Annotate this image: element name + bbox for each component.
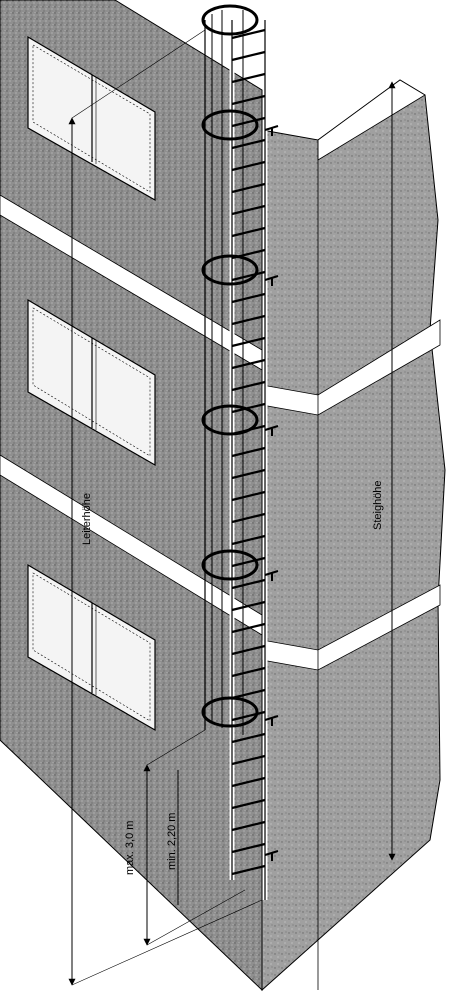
ladder-rung	[231, 556, 266, 568]
leiterhoehe-label: Leiterhöhe	[81, 493, 93, 545]
ladder-rung	[231, 160, 266, 172]
ladder-rung	[231, 292, 266, 304]
ladder-rung	[231, 94, 266, 106]
ladder-rung	[231, 380, 266, 392]
ladder-rung	[231, 358, 266, 370]
ladder-rung	[231, 182, 266, 194]
steighoehe-label: Steighöhe	[372, 480, 384, 530]
window-1	[27, 35, 156, 202]
wall-bracket	[264, 570, 279, 581]
windows	[27, 35, 156, 732]
wall-brackets	[264, 125, 279, 861]
ladder-rung	[231, 490, 266, 502]
ladder-rung	[231, 336, 266, 348]
wall-bracket	[264, 425, 279, 436]
ladder-rung	[231, 226, 266, 238]
ladder-rung	[231, 864, 266, 876]
ladder	[201, 4, 279, 900]
ladder-rung	[231, 754, 266, 766]
cage-hoop	[201, 696, 259, 728]
cage-hoop	[201, 254, 259, 286]
wall-bracket	[264, 850, 279, 861]
wall-bracket	[264, 125, 279, 136]
ladder-rung	[231, 600, 266, 612]
cage-hoops	[201, 4, 259, 728]
max-dim-label: max. 3,0 m	[124, 821, 136, 875]
ladder-rung	[231, 820, 266, 832]
ladder-rung	[231, 622, 266, 634]
ladder-rung	[231, 578, 266, 590]
ladder-rung	[231, 842, 266, 854]
ladder-rung	[231, 732, 266, 744]
cage-bars	[204, 10, 244, 735]
ladder-rung	[231, 446, 266, 458]
ladder-rung	[231, 688, 266, 700]
ladder-rung	[231, 798, 266, 810]
cage-hoop	[201, 109, 259, 141]
ladder-rung	[231, 28, 266, 40]
ladder-rung	[231, 512, 266, 524]
ladder-rung	[231, 534, 266, 546]
ladder-rung	[231, 314, 266, 326]
cage-hoop	[201, 549, 259, 581]
ladder-rung	[231, 666, 266, 678]
ladder-rung	[231, 72, 266, 84]
ladder-rung	[231, 468, 266, 480]
dimensions	[68, 29, 396, 986]
ladder-rung	[231, 116, 266, 128]
labels: Leiterhöhe Steighöhe max. 3,0 m min. 2,2…	[81, 480, 384, 875]
ladder-rung	[231, 710, 266, 722]
wall-bracket	[264, 715, 279, 726]
ladder-rails	[229, 20, 268, 900]
cage-hoop	[201, 4, 259, 36]
ladder-rung	[231, 204, 266, 216]
side-wall	[261, 79, 446, 992]
ladder-rung	[231, 138, 266, 150]
ladder-rung	[231, 50, 266, 62]
ladder-rung	[231, 270, 266, 282]
window-2	[27, 298, 156, 467]
ladder-rung	[231, 402, 266, 414]
ladder-rung	[231, 776, 266, 788]
window-3	[27, 563, 156, 732]
min-dim-label: min. 2,20 m	[166, 813, 178, 870]
wall-bracket	[264, 275, 279, 286]
cage-hoop	[201, 404, 259, 436]
ladder-rung	[231, 644, 266, 656]
